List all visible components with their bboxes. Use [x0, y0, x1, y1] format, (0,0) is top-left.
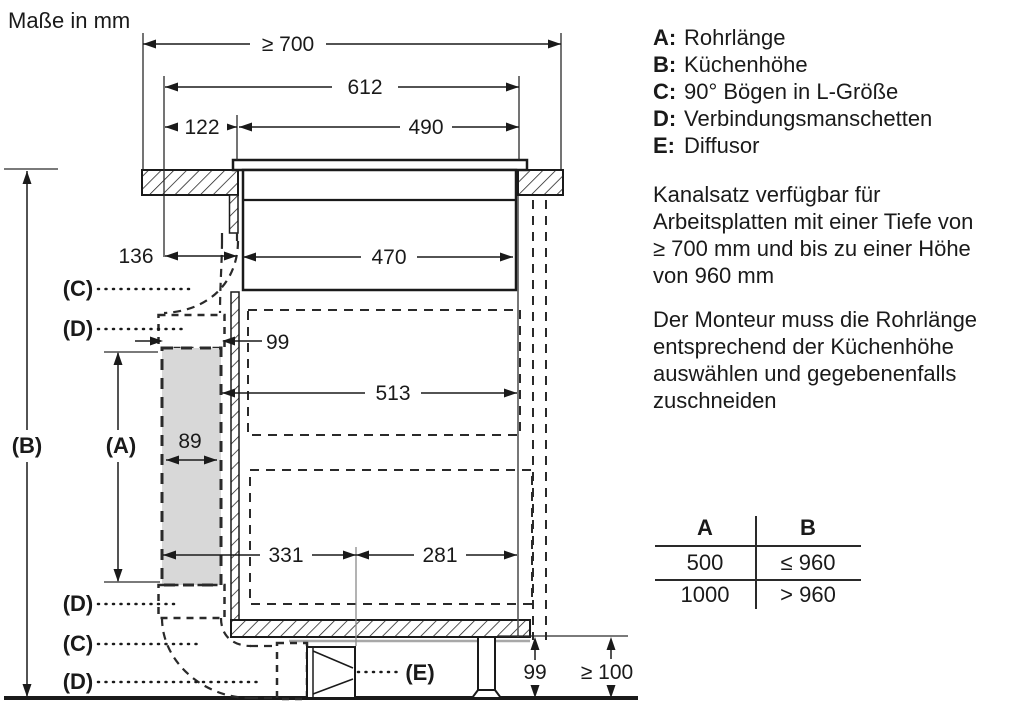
- note-line: zuschneiden: [653, 388, 777, 413]
- page-title: Maße in mm: [8, 8, 131, 33]
- table-cell-a: 1000: [680, 582, 730, 607]
- dim-cutout: 490: [239, 114, 519, 140]
- callout-c-top: (C): [63, 276, 194, 301]
- legend-label: Verbindungsmanschetten: [684, 106, 933, 131]
- ref-d-label: (D): [63, 316, 94, 341]
- connector-mid: [157, 583, 226, 620]
- note-line: Kanalsatz verfügbar für: [653, 182, 881, 207]
- callout-d-bottom: (D): [63, 669, 260, 694]
- interior-zone-1: [247, 309, 521, 436]
- dim-bottom-left: 331: [163, 542, 356, 568]
- callout-d-mid: (D): [63, 591, 182, 616]
- legend-item-a: A: Rohrlänge: [653, 24, 932, 51]
- dim-interior-width-label: 513: [375, 382, 410, 405]
- legend-item-c: C: 90° Bögen in L-Größe: [653, 78, 932, 105]
- legend: A: Rohrlänge B: Küchenhöhe C: 90° Bögen in …: [653, 24, 932, 159]
- downdraft-intake: [228, 194, 239, 234]
- dim-duct-outer-label: 99: [266, 331, 289, 354]
- cooktop-glass: [231, 158, 529, 172]
- note-line: auswählen und gegebenenfalls: [653, 361, 957, 386]
- callout-d-top: (D): [63, 316, 188, 341]
- dim-plinth-gap-label: 99: [523, 661, 546, 684]
- note-line: entsprechend der Küchenhöhe: [653, 334, 954, 359]
- note-line: Der Monteur muss die Rohrlänge: [653, 307, 978, 332]
- table-header-a: A: [697, 515, 713, 540]
- bend-bottom: [160, 617, 277, 700]
- legend-item-e: E: Diffusor: [653, 132, 932, 159]
- table-row: 500 ≤ 960: [655, 547, 861, 581]
- ref-d-label: (D): [63, 669, 94, 694]
- table-cell-b: > 960: [780, 582, 836, 607]
- bend-top: [163, 233, 240, 315]
- dim-hob-width-label: 612: [347, 76, 382, 99]
- note-installer: Der Monteur muss die Rohrlänge entsprech…: [653, 306, 977, 414]
- dim-duct-inner-label: 89: [178, 430, 201, 453]
- interior-zone-2: [249, 469, 533, 605]
- dim-bottom-right: 281: [356, 542, 517, 568]
- legend-label: Küchenhöhe: [684, 52, 808, 77]
- legend-label: 90° Bögen in L-Größe: [684, 79, 899, 104]
- dim-hob-width: 612: [165, 74, 519, 100]
- pipe-length-table: A B 500 ≤ 960 1000 > 960: [655, 510, 861, 609]
- worktop-right: [517, 169, 564, 196]
- dim-plinth-gap: 99: [523, 637, 547, 698]
- dim-plinth-min: ≥ 100: [581, 637, 633, 698]
- callout-c-bottom: (C): [63, 631, 202, 656]
- cooktop-body: [241, 168, 518, 292]
- ref-a-label: (A): [106, 433, 137, 458]
- table-header-row: A B: [655, 510, 861, 547]
- ref-e-label: (E): [405, 660, 434, 685]
- note-line: ≥ 700 mm und bis zu einer Höhe: [653, 236, 971, 261]
- connector-outlet: [275, 641, 309, 701]
- dim-bottom-right-label: 281: [422, 544, 457, 567]
- dim-front-clearance: 136: [118, 245, 237, 268]
- table-divider: [755, 516, 757, 609]
- dim-depth-label: ≥ 700: [262, 33, 314, 56]
- ref-b-label: (B): [12, 433, 43, 458]
- cabinet-foot: [470, 636, 503, 699]
- dim-pipe-length: (A): [103, 352, 139, 582]
- dim-plinth-min-label: ≥ 100: [581, 661, 633, 684]
- legend-key: E:: [653, 133, 675, 158]
- dim-hob-body-label: 470: [371, 246, 406, 269]
- duct-vertical: [160, 346, 223, 587]
- dim-duct-inner: 89: [166, 430, 217, 465]
- ref-c-label: (C): [63, 276, 94, 301]
- table-header-b: B: [800, 515, 816, 540]
- table-cell-a: 500: [686, 550, 724, 575]
- dim-front-clearance-label: 136: [118, 245, 153, 268]
- diffusor: [306, 646, 356, 699]
- ref-c-label: (C): [63, 631, 94, 656]
- legend-key: A:: [653, 25, 677, 50]
- dim-hob-body: 470: [243, 244, 513, 270]
- note-line: von 960 mm: [653, 263, 775, 288]
- dim-bottom-left-label: 331: [268, 544, 303, 567]
- table-cell-b: ≤ 960: [780, 550, 836, 575]
- legend-key: C:: [653, 79, 677, 104]
- legend-item-d: D: Verbindungsmanschetten: [653, 105, 932, 132]
- dim-cutout-label: 490: [408, 116, 443, 139]
- dim-left-offset: 122: [165, 114, 237, 140]
- dim-depth: ≥ 700: [143, 31, 561, 57]
- legend-item-b: B: Küchenhöhe: [653, 51, 932, 78]
- callout-e: (E): [356, 660, 435, 685]
- table-row: 1000 > 960: [655, 581, 861, 609]
- note-availability: Kanalsatz verfügbar für Arbeitsplatten m…: [653, 181, 973, 289]
- rear-channel: [532, 200, 547, 640]
- note-line: Arbeitsplatten mit einer Tiefe von: [653, 209, 974, 234]
- ref-d-label: (D): [63, 591, 94, 616]
- dim-duct-outer: 99: [135, 331, 289, 354]
- connector-top: [157, 313, 226, 350]
- legend-key: D:: [653, 106, 677, 131]
- dim-kitchen-height: (B): [9, 171, 45, 697]
- dim-left-offset-label: 122: [184, 116, 219, 139]
- legend-label: Rohrlänge: [684, 25, 786, 50]
- worktop-left: [141, 169, 239, 196]
- legend-label: Diffusor: [684, 133, 760, 158]
- dim-interior-width: 513: [222, 380, 517, 406]
- extension-lines: [4, 33, 628, 646]
- legend-key: B:: [653, 52, 677, 77]
- cabinet-bottom: [230, 619, 531, 638]
